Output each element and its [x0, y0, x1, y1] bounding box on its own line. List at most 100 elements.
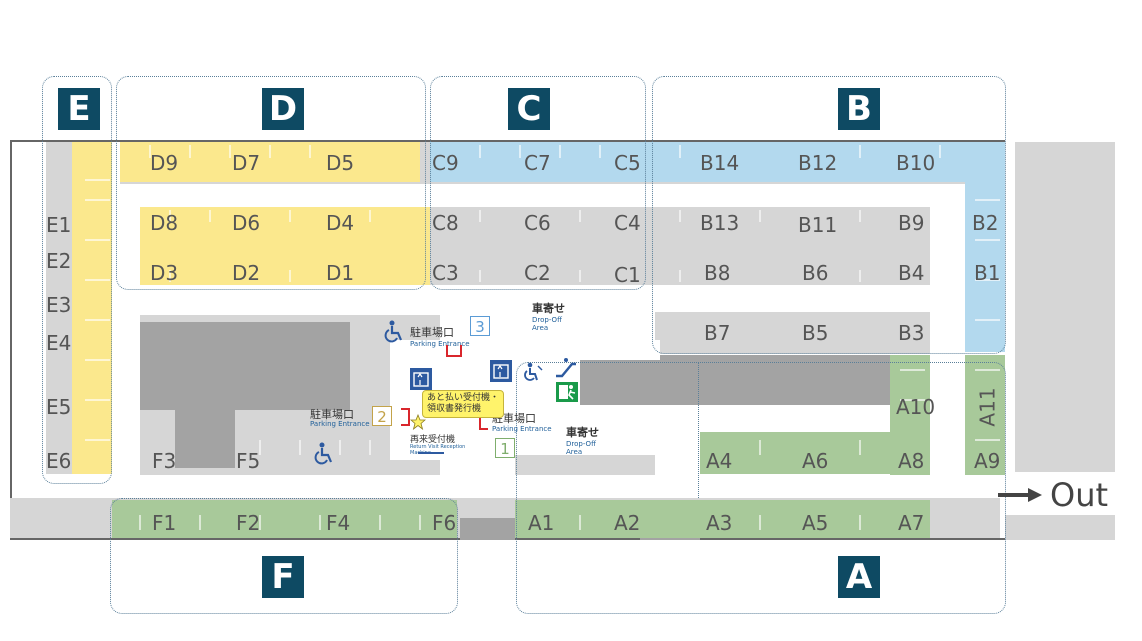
- space-label: C4: [614, 211, 641, 235]
- wheelchair-icon: [384, 320, 403, 343]
- exit-arrow-icon: [998, 488, 1042, 502]
- space-label: B2: [972, 211, 999, 235]
- space-label: D2: [232, 261, 261, 285]
- zone-a-label: A: [838, 556, 880, 598]
- space-label: A4: [706, 449, 733, 473]
- space-label: D6: [232, 211, 261, 235]
- star-icon: [410, 414, 426, 430]
- entrance-2-en: Parking Entrance: [310, 420, 370, 428]
- space-label: C7: [524, 151, 551, 175]
- space-label: F2: [236, 511, 261, 535]
- space-label: A8: [898, 449, 925, 473]
- zone-b-east: [965, 182, 1005, 352]
- east-bottom-road: [1005, 515, 1115, 540]
- pillar-f: [460, 518, 515, 540]
- space-label: B13: [700, 211, 740, 235]
- space-label: F5: [236, 449, 261, 473]
- space-label: D8: [150, 211, 179, 235]
- exit-label: Out: [1050, 476, 1109, 514]
- space-label: A9: [974, 449, 1001, 473]
- elevator-icon: [490, 360, 512, 382]
- space-label: A7: [898, 511, 925, 535]
- space-label: D4: [326, 211, 355, 235]
- entrance-1-number: 1: [495, 438, 515, 458]
- space-label: B3: [898, 321, 925, 345]
- space-label: B10: [896, 151, 936, 175]
- space-label: E1: [46, 213, 72, 237]
- entrance-3-marker-icon: [446, 345, 462, 357]
- building-corridor: [580, 355, 890, 405]
- space-label: F6: [432, 511, 457, 535]
- space-label: C8: [432, 211, 459, 235]
- escalator-icon: [556, 358, 576, 378]
- entrance-3-number: 3: [470, 316, 490, 336]
- zone-f-row: [112, 500, 457, 538]
- dropoff-top-en: Drop-Off Area: [532, 316, 562, 332]
- zone-a-divider: [698, 362, 704, 498]
- space-label: C3: [432, 261, 459, 285]
- dropoff-bottom-label: 車寄せ: [566, 426, 599, 439]
- space-label: B9: [898, 211, 925, 235]
- space-label: B6: [802, 261, 829, 285]
- dropoff-bottom-en: Drop-Off Area: [566, 440, 596, 456]
- space-label: E6: [46, 449, 72, 473]
- dropoff-island: [515, 455, 655, 475]
- zone-c-box: [430, 76, 646, 290]
- space-label: B12: [798, 151, 838, 175]
- space-label: A10: [896, 395, 936, 419]
- space-label: C9: [432, 151, 459, 175]
- space-label: E4: [46, 331, 72, 355]
- space-label: A1: [528, 511, 555, 535]
- space-label: B4: [898, 261, 925, 285]
- reception-machine-label: 再来受付機: [410, 435, 456, 445]
- building-block: [140, 322, 350, 410]
- zone-b-box: [652, 76, 1006, 354]
- space-label: C5: [614, 151, 641, 175]
- space-label: A11: [975, 387, 1000, 427]
- space-label: E5: [46, 395, 72, 419]
- space-label: A5: [802, 511, 829, 535]
- zone-f-label: F: [262, 556, 304, 598]
- space-label: E3: [46, 293, 72, 317]
- space-label: B1: [974, 261, 1001, 285]
- space-label: F3: [152, 449, 177, 473]
- entrance-3-label: 駐車場口: [410, 326, 454, 339]
- zone-d-box: [116, 76, 426, 290]
- space-label: C2: [524, 261, 551, 285]
- zone-c-b-top: [430, 142, 1005, 182]
- zone-a-box: [516, 362, 1006, 614]
- space-label: F4: [326, 511, 351, 535]
- callout-line-2: 領収書発行機: [427, 404, 482, 414]
- wheelchair-icon: [314, 442, 333, 465]
- payment-machine-callout: あと払い受付機・ 領収書発行機: [422, 390, 505, 418]
- entrance-2-marker-icon: [401, 408, 410, 426]
- row-b7: [655, 312, 930, 354]
- zone-c-label: C: [508, 88, 550, 130]
- space-label: A2: [614, 511, 641, 535]
- entrance-3-en: Parking Entrance: [410, 340, 470, 348]
- callout-line-1: あと払い受付機・: [427, 393, 500, 403]
- space-label: A3: [706, 511, 733, 535]
- walkway-top: [560, 340, 660, 360]
- zone-e-spaces: [72, 142, 112, 474]
- reception-machine-bar: [418, 452, 444, 454]
- reception-machine-en: Return Visit Reception Machine: [410, 444, 466, 456]
- entrance-2-label: 駐車場口: [310, 408, 354, 421]
- space-label: D5: [326, 151, 355, 175]
- zone-f-box: [110, 498, 458, 614]
- elevator-icon: [410, 368, 432, 390]
- space-label: D1: [326, 261, 355, 285]
- space-label: B11: [798, 213, 838, 237]
- zone-a11: [965, 355, 1005, 475]
- space-label: C6: [524, 211, 551, 235]
- zone-e-label: E: [58, 88, 100, 130]
- accessible-entry-icon: [524, 362, 543, 381]
- zone-e-box: [42, 76, 112, 484]
- zone-d-middle: [140, 207, 430, 285]
- zone-a-row: [700, 432, 930, 474]
- space-label: E2: [46, 249, 72, 273]
- space-label: A6: [802, 449, 829, 473]
- space-label: B5: [802, 321, 829, 345]
- entrance-1-en: Parking Entrance: [492, 425, 552, 433]
